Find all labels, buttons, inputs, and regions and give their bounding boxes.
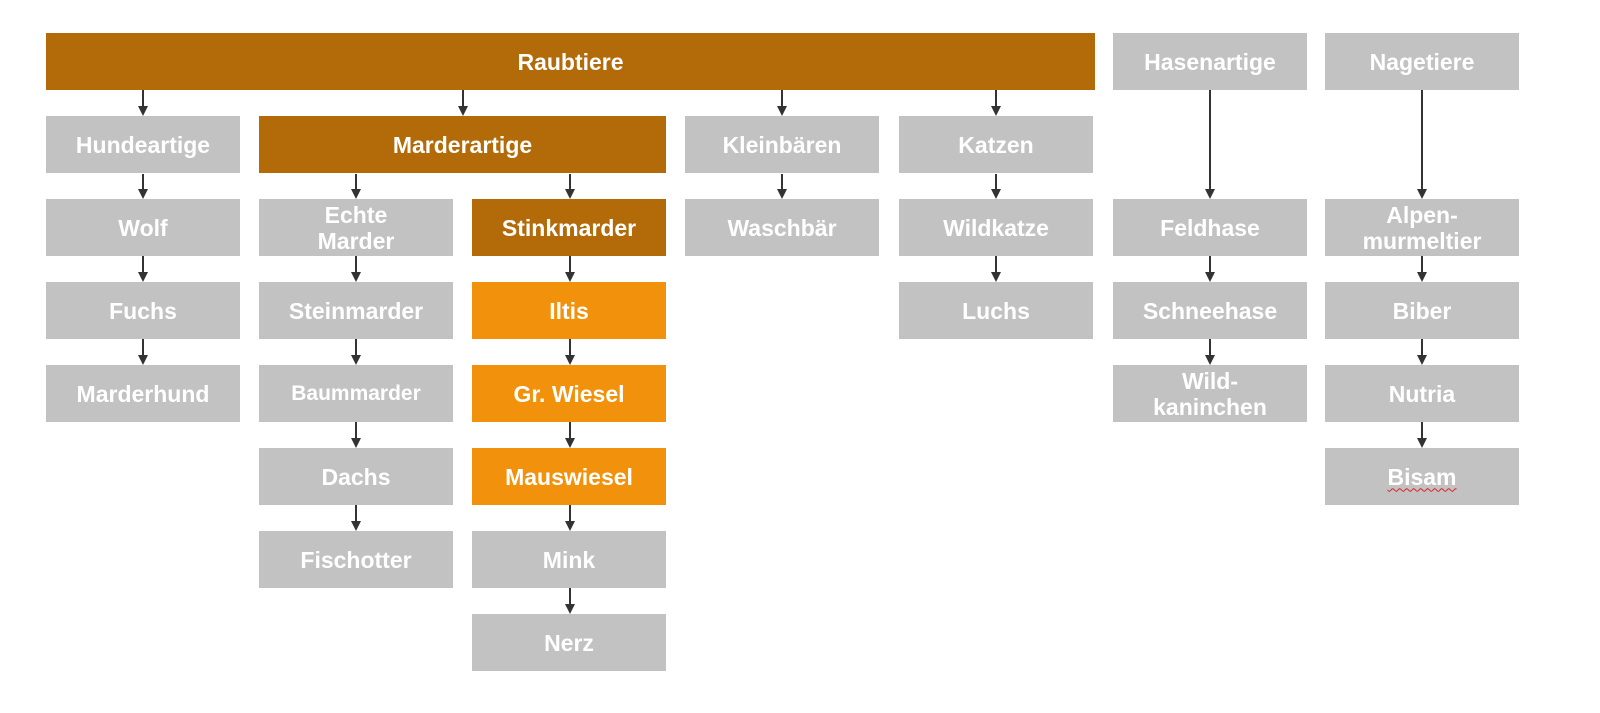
node-nagetiere: Nagetiere (1325, 33, 1519, 90)
node-bisam: Bisam (1325, 448, 1519, 505)
node-marderhund: Marderhund (46, 365, 240, 422)
node-feldhase: Feldhase (1113, 199, 1307, 256)
node-alpenmurmeltier: Alpen- murmeltier (1325, 199, 1519, 256)
node-gr-wiesel: Gr. Wiesel (472, 365, 666, 422)
node-nutria: Nutria (1325, 365, 1519, 422)
node-nerz: Nerz (472, 614, 666, 671)
node-kleinbaeren: Kleinbären (685, 116, 879, 173)
node-bisam-label: Bisam (1387, 463, 1457, 490)
node-steinmarder: Steinmarder (259, 282, 453, 339)
node-fischotter: Fischotter (259, 531, 453, 588)
node-iltis: Iltis (472, 282, 666, 339)
node-stinkmarder: Stinkmarder (472, 199, 666, 256)
node-raubtiere: Raubtiere (46, 33, 1095, 90)
node-fuchs: Fuchs (46, 282, 240, 339)
node-dachs: Dachs (259, 448, 453, 505)
node-biber: Biber (1325, 282, 1519, 339)
node-mauswiesel: Mauswiesel (472, 448, 666, 505)
node-waschbaer: Waschbär (685, 199, 879, 256)
node-marderartige: Marderartige (259, 116, 666, 173)
node-wolf: Wolf (46, 199, 240, 256)
node-wildkaninchen: Wild- kaninchen (1113, 365, 1307, 422)
node-mink: Mink (472, 531, 666, 588)
node-katzen: Katzen (899, 116, 1093, 173)
node-luchs: Luchs (899, 282, 1093, 339)
node-schneehase: Schneehase (1113, 282, 1307, 339)
node-echte-marder: Echte Marder (259, 199, 453, 256)
node-hundeartige: Hundeartige (46, 116, 240, 173)
node-baummarder: Baummarder (259, 365, 453, 422)
node-wildkatze: Wildkatze (899, 199, 1093, 256)
node-hasenartige: Hasenartige (1113, 33, 1307, 90)
